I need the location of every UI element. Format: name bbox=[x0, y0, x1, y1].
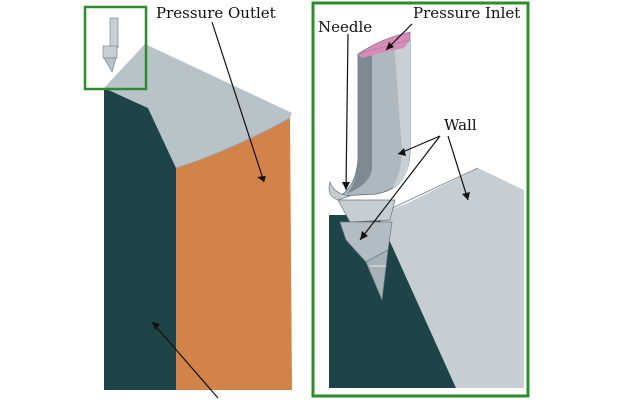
domain-dark-face bbox=[104, 88, 176, 390]
right-panel bbox=[311, 1, 530, 398]
outlet-leader-line bbox=[211, 21, 265, 183]
pressure-inlet-face bbox=[357, 31, 411, 55]
needle-leader-line bbox=[345, 33, 349, 191]
left-panel bbox=[83, 5, 292, 399]
zoom-region-box bbox=[83, 5, 148, 91]
pressure-inlet-label: Pressure Inlet bbox=[413, 4, 521, 22]
wall-bottom-leader-line bbox=[151, 321, 219, 399]
wall-label: Wall bbox=[444, 116, 477, 134]
wall-leader-line-right bbox=[447, 135, 469, 201]
domain-top-face bbox=[104, 44, 292, 168]
needle-label: Needle bbox=[318, 18, 373, 36]
wall-leader-line-needle bbox=[397, 135, 441, 155]
zoom-detail-frame bbox=[311, 1, 530, 398]
nozzle-tip bbox=[365, 249, 389, 302]
pressure-outlet-face bbox=[176, 118, 292, 390]
wall-leader-line-nozzle bbox=[359, 135, 441, 241]
nozzle-wall bbox=[337, 199, 396, 223]
left-needle bbox=[102, 17, 119, 73]
right-light-face bbox=[378, 168, 524, 388]
pressure-outlet-label: Pressure Outlet bbox=[156, 4, 276, 22]
right-dark-face bbox=[329, 215, 456, 388]
